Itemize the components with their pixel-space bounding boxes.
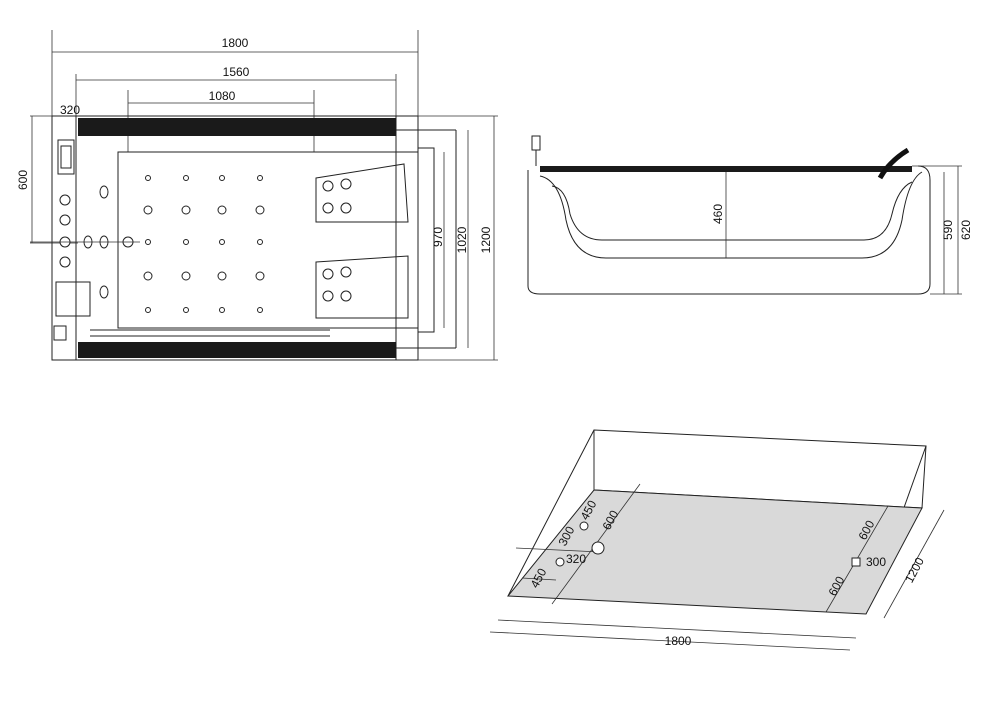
massage-jet-icon [181, 205, 191, 215]
dim-floor-length: 1800 [665, 634, 692, 648]
dim-height-b: 620 [959, 220, 973, 240]
dim-panel-height: 600 [16, 170, 30, 190]
dim-depth-c: 1200 [479, 226, 493, 253]
dim-right-300: 300 [866, 555, 886, 569]
massage-jet-icon [183, 239, 189, 245]
massage-jet-icon [183, 175, 189, 181]
top-glass-bar [78, 118, 396, 136]
faucet-icon [531, 135, 541, 151]
massage-jet-icon [143, 205, 153, 215]
headrest-bottom [315, 255, 409, 319]
dim-top-width-inner: 1560 [223, 65, 250, 79]
control-knob-icon [59, 214, 71, 226]
top-view: 1800 1560 1080 320 600 [16, 30, 498, 361]
dim-depth-b: 1020 [455, 226, 469, 253]
drain-hole-icon [591, 541, 605, 555]
headrest-jet-icon [322, 290, 334, 302]
headrest-jet-icon [340, 178, 352, 190]
massage-jet-icon [257, 307, 263, 313]
headrest-pillow-icon [877, 147, 910, 180]
dim-floor-width: 1200 [902, 555, 927, 585]
massage-jet-icon [219, 307, 225, 313]
massage-jet-icon [257, 175, 263, 181]
headrest-jet-icon [340, 266, 352, 278]
headrest-jet-icon [322, 202, 334, 214]
dim-panel-width: 320 [60, 103, 80, 117]
speaker-box [55, 281, 91, 317]
dim-inner-depth: 460 [711, 204, 725, 224]
massage-jet-icon [145, 307, 151, 313]
massage-jet-icon [145, 175, 151, 181]
control-display [57, 139, 75, 175]
side-view: 460 590 620 [527, 135, 973, 295]
massage-jet-icon [257, 239, 263, 245]
massage-jet-icon [255, 205, 265, 215]
headrest-jet-icon [340, 202, 352, 214]
massage-jet-icon [219, 239, 225, 245]
massage-jet-icon [183, 307, 189, 313]
dim-left-320: 320 [566, 552, 586, 566]
control-knob-icon [59, 194, 71, 206]
massage-jet-icon [143, 271, 153, 281]
dim-depth-a: 970 [431, 227, 445, 247]
massage-jet-icon [217, 205, 227, 215]
massage-jet-icon [181, 271, 191, 281]
massage-jet-icon [219, 175, 225, 181]
bottom-glass-bar [78, 342, 396, 358]
massage-jet-icon [255, 271, 265, 281]
massage-jet-icon [145, 239, 151, 245]
massage-jet-icon [217, 271, 227, 281]
floor-view: 1800 1200 450 600 300 320 450 600 300 60… [489, 429, 945, 651]
headrest-jet-icon [340, 290, 352, 302]
floor-plate [506, 489, 923, 615]
drain-square-icon [851, 557, 861, 567]
drain-icon [53, 325, 67, 341]
control-knob-icon [59, 256, 71, 268]
dim-height-a: 590 [941, 220, 955, 240]
headrest-jet-icon [322, 268, 334, 280]
dim-top-width-seat: 1080 [209, 89, 236, 103]
side-glass-top [540, 166, 912, 172]
dim-top-width-total: 1800 [222, 36, 249, 50]
headrest-top [315, 163, 409, 223]
headrest-jet-icon [322, 180, 334, 192]
